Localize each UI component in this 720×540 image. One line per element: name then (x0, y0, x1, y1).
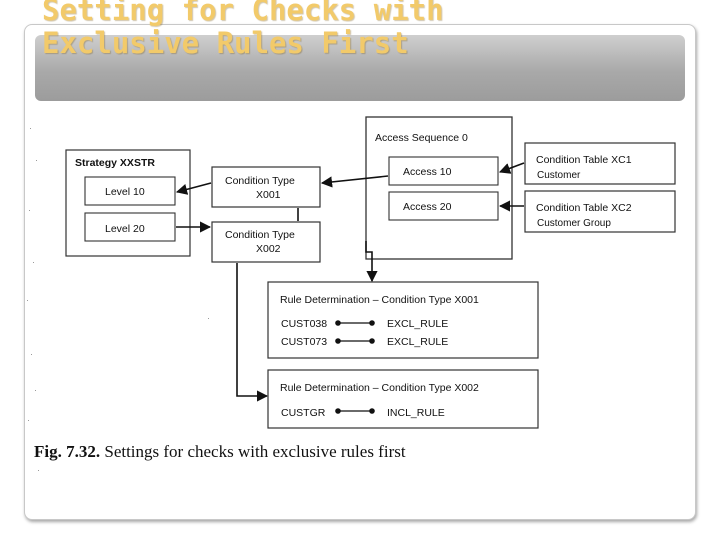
rule-row-3-key: CUSTGR (281, 407, 326, 419)
slide-title-line-2: Exclusive Rules First (42, 26, 409, 60)
arrow-access-to-condtype1 (320, 175, 389, 188)
access-10-box: Access 10 (388, 156, 499, 186)
slide-title-line-1: Setting for Checks with (42, 0, 444, 27)
rule-row-1-key: CUST038 (281, 318, 327, 330)
level-20-box: Level 20 (84, 212, 176, 242)
rule-row-3-value: INCL_RULE (387, 407, 445, 419)
access-20-label: Access 20 (403, 201, 452, 213)
level-10-label: Level 10 (105, 186, 145, 198)
condition-type-x001-box: Condition Type X001 (211, 166, 321, 208)
diagram-arrows (175, 162, 525, 402)
rule-row-1-dot-left (335, 320, 341, 326)
rule-row-3-dot-right (369, 408, 375, 414)
arrow-table1-to-access10 (498, 162, 525, 174)
rule-determination-x001-title: Rule Determination – Condition Type X001 (280, 294, 479, 306)
figure-caption: Fig. 7.32. Settings for checks with excl… (34, 442, 406, 462)
strategy-label: Strategy XXSTR (75, 157, 155, 169)
access-sequence-label: Access Sequence 0 (375, 132, 468, 144)
condition-table-xc2-box: Condition Table XC2 Customer Group (524, 190, 676, 233)
slide-frame (24, 24, 696, 520)
condition-type-x001-line1: Condition Type (225, 175, 295, 187)
condition-type-x002-line1: Condition Type (225, 229, 295, 241)
condition-table-xc1-title: Condition Table XC1 (536, 154, 632, 166)
rule-row-2-value: EXCL_RULE (387, 336, 448, 348)
access-10-label: Access 10 (403, 166, 452, 178)
level-20-label: Level 20 (105, 223, 145, 235)
access-20-box: Access 20 (388, 191, 499, 221)
condition-type-x002-line2: X002 (256, 243, 281, 255)
condition-table-xc1-subtitle: Customer (537, 170, 581, 181)
rule-row-2-dot-right (369, 338, 375, 344)
condition-table-xc1-box: Condition Table XC1 Customer (524, 142, 676, 185)
arrow-accessseq-to-rule1 (365, 241, 378, 283)
title-bar (35, 35, 685, 101)
figure-number: Fig. 7.32. (34, 442, 101, 461)
rule-determination-x002-title: Rule Determination – Condition Type X002 (280, 382, 479, 394)
rule-determination-x001-box: Rule Determination – Condition Type X001… (267, 281, 539, 359)
condition-type-x001-line2: X001 (256, 189, 281, 201)
condition-type-x002-box: Condition Type X002 (211, 221, 321, 263)
rule-row-1-value: EXCL_RULE (387, 318, 448, 330)
rule-row-2-key: CUST073 (281, 336, 327, 348)
figure-caption-text: Settings for checks with exclusive rules… (104, 442, 406, 461)
condition-table-xc2-title: Condition Table XC2 (536, 202, 632, 214)
slide-title: Setting for Checks with Exclusive Rules … (42, 0, 562, 60)
arrow-condtype1-to-level10 (175, 182, 212, 195)
condition-table-xc2-subtitle: Customer Group (537, 218, 611, 229)
level-10-box: Level 10 (84, 176, 176, 206)
rule-row-3-dot-left (335, 408, 341, 414)
access-sequence-box: Access Sequence 0 Access 10 Access 20 (365, 116, 513, 260)
rule-determination-x002-box: Rule Determination – Condition Type X002… (267, 369, 539, 429)
rule-row-1-dot-right (369, 320, 375, 326)
strategy-box: Strategy XXSTR Level 10 Level 20 (65, 149, 191, 257)
arrow-condtype2-to-rule2 (236, 263, 269, 402)
rule-row-2-dot-left (335, 338, 341, 344)
